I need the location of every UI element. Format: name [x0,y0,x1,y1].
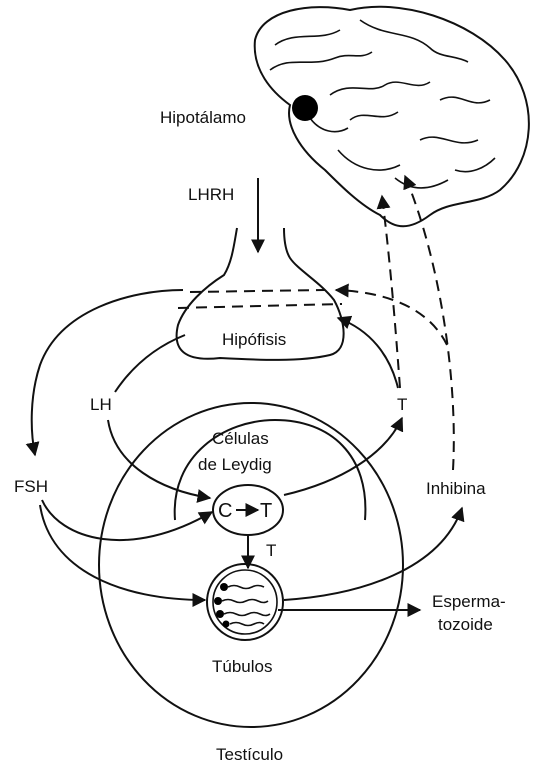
fsh-label: FSH [14,477,48,496]
lh-to-leydig-arrow [108,420,210,498]
tubule-cross-section [207,564,283,640]
hypothalamus-dot [292,95,318,121]
hypothalamus-label: Hipotálamo [160,108,246,127]
t-right-label: T [397,395,407,414]
sperm-label-line1: Esperma- [432,592,506,611]
conversion-c-label: C [218,500,232,522]
conversion-t-label: T [260,500,272,522]
t-to-pituitary-arrow [338,318,398,388]
leydig-label-line1: Células [212,429,269,448]
tubules-label: Túbulos [212,657,272,676]
tubules-to-inhibin-arrow [284,508,462,600]
pituitary-to-fsh-arrow [32,290,183,455]
lhrh-label: LHRH [188,185,234,204]
lh-label: LH [90,395,112,414]
sperm-label-line2: tozoide [438,615,493,634]
fsh-to-tubules-arrow [40,505,205,600]
pituitary-label: Hipófisis [222,330,286,349]
t-inner-label: T [266,541,276,560]
inhibin-to-pituitary-dashed-arrow [336,290,447,345]
leydig-label-line2: de Leydig [198,455,272,474]
inhibin-label: Inhibina [426,479,486,498]
pituitary-to-lh-arrow [115,335,185,392]
inhibin-to-brain-dashed-arrow [405,176,454,470]
leydig-to-t-arrow [284,418,402,495]
fsh-to-leydig-arrow [42,500,212,540]
testicle-label: Testículo [216,745,283,764]
